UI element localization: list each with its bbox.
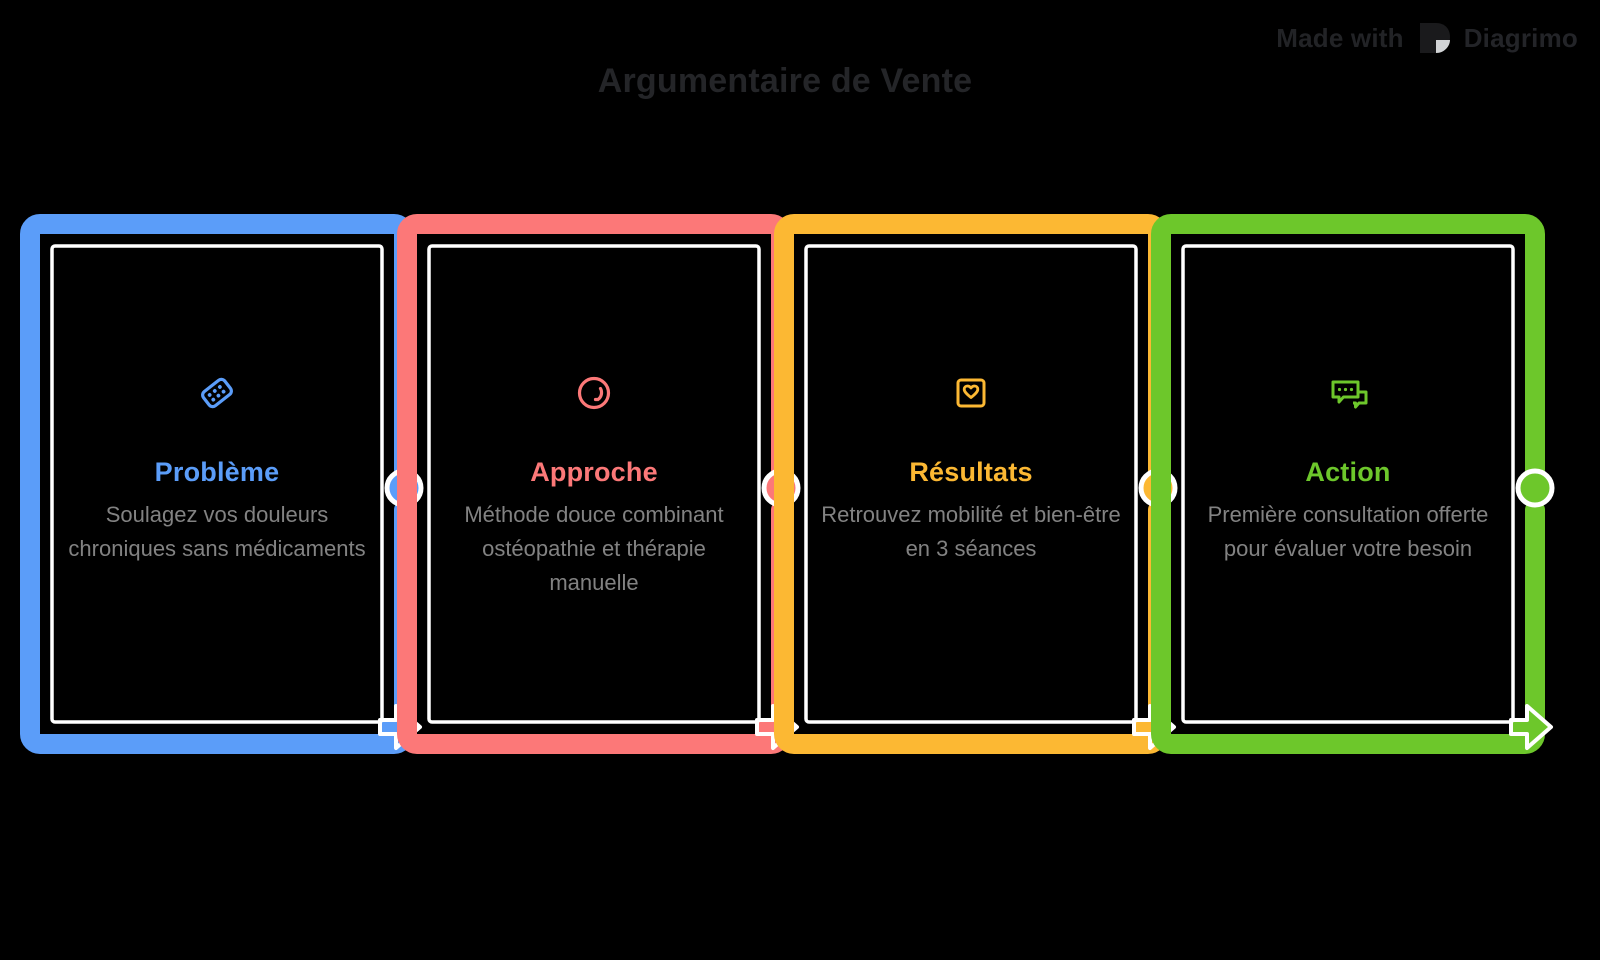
step-description: Retrouvez mobilité et bien-être en 3 séa…	[821, 501, 1121, 561]
frame-outer-shape-4	[1151, 214, 1555, 754]
circle-arc-icon	[571, 370, 617, 416]
flow-arrow-4	[1509, 704, 1553, 750]
inner-outline-4	[1181, 244, 1515, 724]
flow-step-card[interactable]: Action Première consultation offerte pou…	[1151, 214, 1555, 758]
diagrimo-logo-icon	[1419, 23, 1450, 53]
step-title: Approche	[530, 457, 658, 487]
step-content-2: Approche Méthode douce combinant ostéopa…	[435, 256, 753, 724]
page-title: Argumentaire de Vente	[597, 62, 973, 100]
step-title: Résultats	[909, 457, 1033, 487]
chat-bubbles-icon	[1322, 370, 1374, 416]
step-description: Première consultation offerte pour évalu…	[1207, 501, 1489, 561]
node-dot-4	[1515, 468, 1555, 508]
step-description: Méthode douce combinant ostéopathie et t…	[464, 501, 724, 595]
flow-step-card[interactable]: Problème Soulagez vos douleurs chronique…	[20, 214, 424, 758]
brand-name: Diagrimo	[1463, 22, 1578, 53]
flow-steps-row: Problème Soulagez vos douleurs chronique…	[20, 214, 1555, 758]
step-content-4: Action Première consultation offerte pou…	[1189, 256, 1507, 724]
step-frame-4	[1151, 214, 1555, 754]
step-description: Soulagez vos douleurs chroniques sans mé…	[68, 501, 366, 561]
flow-step-card[interactable]: Résultats Retrouvez mobilité et bien-êtr…	[774, 214, 1178, 758]
step-title: Problème	[154, 457, 280, 487]
braille-dots-diamond-icon	[194, 370, 240, 416]
step-content-3: Résultats Retrouvez mobilité et bien-êtr…	[812, 256, 1130, 724]
inner-outline-2	[427, 244, 761, 724]
step-content-1: Problème Soulagez vos douleurs chronique…	[58, 256, 376, 724]
flow-step-card[interactable]: Approche Méthode douce combinant ostéopa…	[397, 214, 801, 758]
step-title: Action	[1305, 457, 1391, 487]
square-heart-icon	[948, 370, 994, 416]
inner-outline-3	[804, 244, 1138, 724]
made-with-label: Made with	[1276, 22, 1404, 53]
inner-outline-1	[50, 244, 384, 724]
made-with-watermark: Made with Diagrimo	[1276, 18, 1578, 58]
